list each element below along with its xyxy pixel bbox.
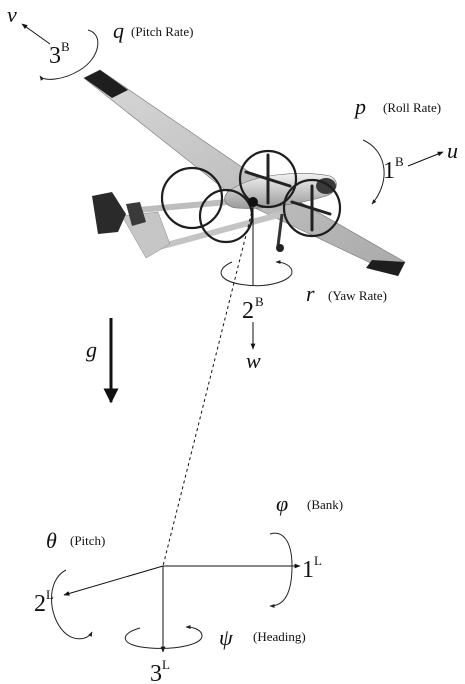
r-symbol: r (306, 281, 315, 306)
r-rotation-arc (220, 260, 293, 287)
rotor-ring-rear-left (160, 166, 224, 230)
rotor-ring-rear-right (198, 188, 254, 244)
axis-2l-sup: L (46, 587, 54, 602)
tail-boom-lower (147, 211, 283, 253)
landing-gear-wheel (276, 244, 284, 252)
axis-1b-sup: B (395, 154, 404, 169)
axis-1l-number: 1 (302, 557, 314, 583)
u-label: u (447, 138, 458, 163)
p-symbol: p (353, 94, 366, 119)
theta-rotation-arc (51, 569, 93, 640)
landing-gear-strut (276, 213, 284, 247)
vertical-fin-right (126, 202, 146, 226)
q-symbol: q (113, 18, 124, 43)
theta-label: (Pitch) (70, 533, 105, 548)
rotor-ring-front-left (238, 149, 298, 209)
aircraft-illustration (83, 69, 406, 277)
rotor-ring-front-right (282, 178, 342, 238)
vertical-fin-left (92, 192, 126, 234)
axis-3b-number: 3 (49, 43, 61, 69)
theta-symbol: θ (46, 528, 57, 553)
phi-label: (Bank) (307, 497, 343, 512)
p-rotation-arc (362, 139, 385, 205)
axis-2l-arrow (63, 565, 164, 596)
axis-1b-number: 1 (383, 158, 395, 184)
axis-3l-sup: L (162, 657, 170, 672)
w-label: w (246, 348, 261, 373)
horizontal-tail (121, 211, 171, 259)
psi-label: (Heading) (253, 629, 306, 644)
psi-rotation-arc (124, 625, 203, 649)
psi-symbol: ψ (219, 625, 233, 650)
axis-2b-number: 2 (242, 298, 254, 324)
right-wingtip (366, 260, 405, 276)
axis-2l-number: 2 (34, 591, 46, 617)
gravity-symbol: g (86, 337, 97, 362)
axis-1l-sup: L (314, 553, 322, 568)
axis-3b-sup: B (61, 39, 70, 54)
cg-point (248, 197, 258, 207)
q-rotation-arc (39, 29, 99, 81)
r-label: (Yaw Rate) (328, 288, 387, 303)
axis-2b-sup: B (255, 294, 264, 309)
phi-rotation-arc (269, 532, 293, 608)
q-label: (Pitch Rate) (131, 24, 193, 39)
position-dashed-line (162, 206, 254, 567)
propeller-blades (244, 153, 332, 232)
v-axis-arrow (21, 23, 51, 45)
left-wingtip (84, 70, 128, 98)
p-label: (Roll Rate) (383, 100, 441, 115)
u-axis-arrow (407, 151, 444, 167)
phi-symbol: φ (276, 491, 288, 516)
v-label: v (7, 2, 17, 27)
axis-3l-number: 3 (150, 661, 162, 684)
